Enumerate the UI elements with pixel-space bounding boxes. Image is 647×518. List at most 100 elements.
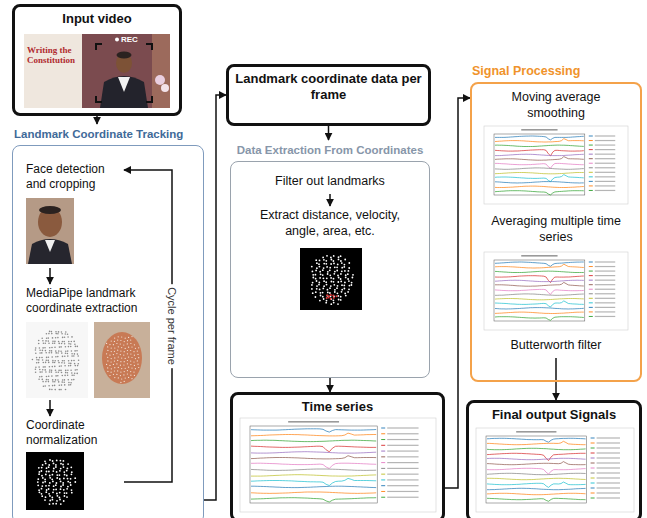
landmark-dot xyxy=(134,355,135,356)
landmark-dot xyxy=(57,379,59,381)
landmark-dot xyxy=(131,346,132,347)
legend-entry-bar xyxy=(595,298,615,299)
legend-sample xyxy=(589,136,593,137)
shirt xyxy=(118,77,130,92)
landmark-dot xyxy=(71,379,73,381)
landmark-dot xyxy=(55,370,57,372)
landmark-dot xyxy=(58,381,60,383)
landmark-dot xyxy=(319,289,321,291)
landmark-dot xyxy=(52,366,54,368)
landmark-dot xyxy=(109,365,110,366)
plot-area xyxy=(486,436,587,503)
landmark-dot xyxy=(327,289,329,291)
landmark-dot xyxy=(71,336,73,338)
legend-sample xyxy=(381,433,385,434)
landmark-dot xyxy=(63,471,65,473)
landmark-dot xyxy=(328,296,330,298)
legend-entry-bar xyxy=(597,462,620,463)
box-title: Input video xyxy=(15,7,179,31)
legend-entry-bar xyxy=(595,190,615,191)
legend-sample xyxy=(589,298,593,299)
landmark-dot xyxy=(42,340,44,342)
landmark-dot xyxy=(130,340,131,341)
landmark-dot xyxy=(70,346,72,348)
landmark-dot xyxy=(58,341,60,343)
landmark-dot xyxy=(38,473,40,475)
landmark-dot xyxy=(55,371,57,373)
landmark-dot xyxy=(131,357,132,358)
landmark-dot xyxy=(135,368,136,369)
landmark-dot xyxy=(64,492,66,494)
landmark-dot xyxy=(318,282,320,284)
landmark-dot xyxy=(120,343,121,344)
landmark-dot xyxy=(52,470,54,472)
landmark-dot xyxy=(67,375,69,377)
landmark-dot xyxy=(341,291,343,293)
landmark-dot xyxy=(52,341,54,343)
legend-entry-bar xyxy=(595,144,615,145)
landmark-dot xyxy=(320,273,322,275)
chart-title-bar xyxy=(521,255,557,257)
video-background xyxy=(24,34,170,108)
landmark-dot xyxy=(55,331,57,333)
signal-line xyxy=(495,301,584,307)
landmark-dot xyxy=(111,372,112,373)
landmark-dot xyxy=(316,267,318,269)
chart-thumbnail xyxy=(484,126,628,204)
legend-entry-bar xyxy=(595,140,615,141)
landmark-dot xyxy=(333,255,335,257)
landmark-dot xyxy=(53,489,55,491)
signal-line xyxy=(495,191,584,195)
landmark-dot xyxy=(49,389,51,391)
landmark-dot xyxy=(60,486,62,488)
landmark-dot xyxy=(113,354,114,355)
landmark-dot xyxy=(127,353,128,354)
legend-entry-bar xyxy=(387,479,418,480)
legend-entry-bar xyxy=(595,261,615,262)
landmark-dot xyxy=(60,346,62,348)
landmark-dot xyxy=(347,273,349,275)
landmark-dot xyxy=(54,360,56,362)
signal-line xyxy=(487,448,586,449)
landmark-dot xyxy=(120,351,121,352)
chart-title-bar xyxy=(516,431,556,433)
landmark-dot xyxy=(49,369,51,371)
landmark-dot xyxy=(46,359,48,361)
landmark-dot xyxy=(334,266,336,268)
landmark-dot xyxy=(323,263,325,265)
signal-line xyxy=(495,139,584,142)
legend-sample xyxy=(591,443,595,444)
landmark-dot xyxy=(55,464,57,466)
landmark-dot xyxy=(341,267,343,269)
legend-sample xyxy=(589,158,593,159)
hair xyxy=(39,206,61,214)
legend-entry-bar xyxy=(595,185,615,186)
landmark-dot xyxy=(56,471,58,473)
landmark-dot xyxy=(348,280,350,282)
legend-entry-bar xyxy=(595,307,615,308)
landmark-dot xyxy=(52,474,54,476)
landmark-dot xyxy=(349,285,351,287)
chart-frame xyxy=(240,418,436,512)
landmark-dot xyxy=(111,351,112,352)
step-label: Coordinate normalization xyxy=(24,416,124,450)
legend-sample xyxy=(591,438,595,439)
landmark-dot xyxy=(49,459,51,461)
landmark-dot xyxy=(131,336,132,337)
landmark-dot xyxy=(67,372,69,374)
face xyxy=(102,332,142,384)
landmark-dot xyxy=(39,471,41,473)
landmark-dot xyxy=(61,343,63,345)
landmark-dot xyxy=(61,384,63,386)
landmark-dot xyxy=(107,350,108,351)
landmark-dot xyxy=(330,294,332,296)
landmark-dot xyxy=(54,347,56,349)
landmark-dot xyxy=(49,495,51,497)
landmark-dot xyxy=(57,333,59,335)
process-step: Filter out landmarks xyxy=(250,172,410,194)
landmark-dot xyxy=(41,475,43,477)
legend-sample xyxy=(591,448,595,449)
landmark-dot xyxy=(59,478,61,480)
landmark-dot xyxy=(333,299,335,301)
landmark-dot xyxy=(76,373,78,375)
